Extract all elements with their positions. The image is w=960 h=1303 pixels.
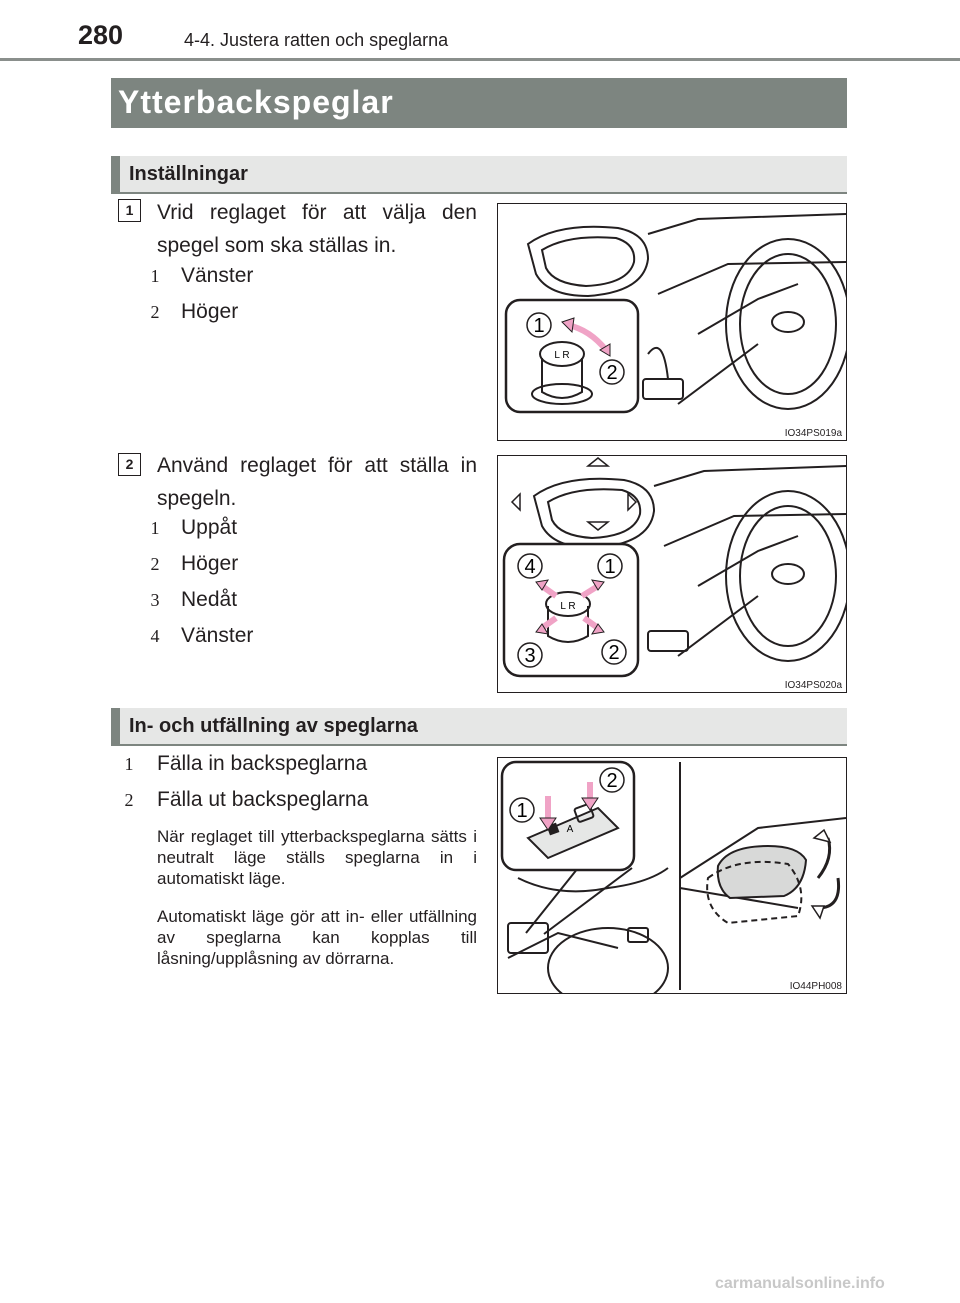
knob-letters: L R (560, 601, 575, 612)
list-number: 2 (150, 302, 160, 322)
step2-text: Använd reglaget för att ställa in spegel… (157, 454, 477, 510)
option-up: Uppåt (181, 516, 238, 539)
callout-1: 1 (533, 315, 544, 337)
steering-wheel-shape (725, 238, 846, 410)
step-number-1: 1 (118, 199, 141, 222)
list-number: 2 (150, 554, 160, 574)
step-number-2: 2 (118, 453, 141, 476)
callout-2: 2 (606, 770, 617, 792)
folded-mirror-shape (716, 844, 808, 900)
callout-4: 4 (524, 556, 535, 578)
figure-mirror-select-drawing: 1 2 L R (504, 213, 846, 414)
figure-code: IO44PH008 (789, 981, 842, 992)
option-fold-in: Fälla in backspeglarna (157, 752, 368, 775)
section-heading-bar (111, 156, 847, 194)
title-bar (111, 78, 847, 128)
list-number: 2 (124, 790, 134, 810)
steering-wheel-shape (725, 490, 846, 662)
callout-2: 2 (608, 642, 619, 664)
figure-mirror-adjust-drawing: 4 1 3 2 L R (502, 457, 846, 678)
note-neutral-mode: När reglaget till ytterbackspeglarna sät… (157, 827, 477, 888)
list-number: 3 (150, 590, 160, 610)
option-left: Vänster (181, 264, 254, 287)
list-number: 1 (150, 266, 160, 286)
figure-mirror-fold: 1 2 A IO44PH008 (497, 757, 847, 994)
figure-code: IO34PS019a (784, 428, 842, 439)
list-number: 1 (124, 754, 134, 774)
callout-1: 1 (604, 556, 615, 578)
option-left: Vänster (181, 624, 254, 647)
chapter-title: 4-4. Justera ratten och speglarna (184, 30, 449, 50)
footer-watermark: carmanualsonline.info (715, 1275, 885, 1292)
section-heading-bar (111, 708, 847, 746)
section-heading-settings: Inställningar (129, 163, 248, 185)
figure-mirror-select: 1 2 L R IO34PS019a (497, 203, 847, 441)
zoom-inset (504, 298, 640, 414)
side-mirror-shape (526, 225, 650, 298)
option-down: Nedåt (181, 588, 238, 611)
figure-mirror-adjust: 4 1 3 2 L R IO34PS020a (497, 455, 847, 693)
option-right: Höger (181, 552, 239, 575)
knob-letters: L R (554, 350, 569, 361)
callout-2: 2 (606, 362, 617, 384)
step1-text: Vrid reglaget för att välja den spegel s… (157, 201, 477, 257)
callout-1: 1 (516, 800, 527, 822)
list-number: 4 (150, 626, 160, 646)
option-right: Höger (181, 300, 239, 323)
figure-code: IO34PS020a (784, 680, 842, 691)
option-fold-out: Fälla ut backspeglarna (157, 788, 369, 811)
note-auto-mode: Automatiskt läge gör att in- eller utfäl… (157, 907, 477, 968)
section-heading-folding: In- och utfällning av speglarna (129, 715, 418, 737)
header-divider (0, 58, 960, 61)
page-number: 280 (78, 20, 124, 50)
page-title: Ytterbackspeglar (118, 84, 394, 120)
callout-3: 3 (524, 645, 535, 667)
figure-mirror-fold-drawing: 1 2 A (500, 760, 846, 993)
list-number: 1 (150, 518, 160, 538)
switch-letter: A (567, 824, 574, 835)
